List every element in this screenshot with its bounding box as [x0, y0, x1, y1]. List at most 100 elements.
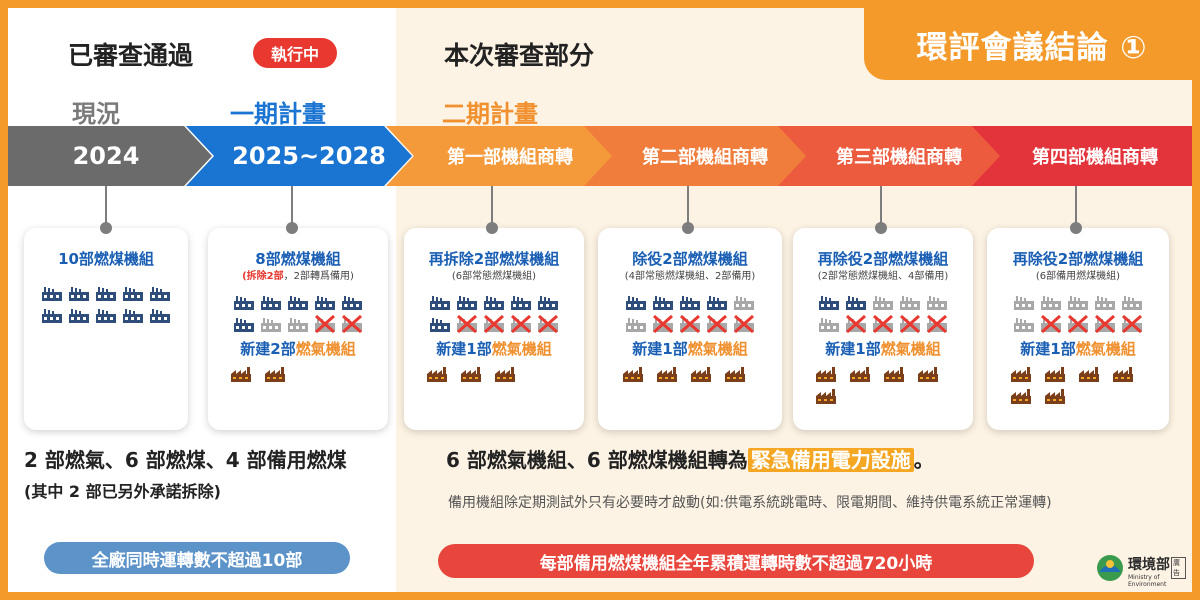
removed-coal-plant-icon: [314, 315, 336, 333]
coal-plant-icon: [679, 293, 701, 311]
standby-coal-plant-icon: [818, 315, 840, 333]
gas-plant-icon: [1010, 365, 1032, 383]
coal-plant-icon: [429, 315, 451, 333]
limit-pill-total: 全廠同時運轉數不超過10部: [44, 542, 350, 574]
coal-plant-icon: [652, 293, 674, 311]
coal-plant-icon: [706, 293, 728, 311]
timeline-dot: [1070, 222, 1082, 234]
header-passed: 已審查通過: [68, 41, 194, 70]
removed-coal-plant-icon: [899, 315, 921, 333]
standby-note: 備用機組除定期測試外只有必要時才啟動(如:供電系統跳電時、限電期間、維持供電系統…: [448, 495, 1052, 511]
card-new-gas: 新建1部燃氣機組: [632, 340, 748, 358]
coal-plant-icon: [341, 293, 363, 311]
gas-plant-icon: [1078, 365, 1100, 383]
stage-card-6: 再除役2部燃煤機組(6部備用燃煤機組)新建1部燃氣機組: [987, 228, 1169, 430]
card-new-gas: 新建2部燃氣機組: [240, 340, 356, 358]
ad-tag: 廣告: [1171, 557, 1186, 579]
coal-plant-icon: [456, 293, 478, 311]
gas-plant-icon: [815, 387, 837, 405]
standby-coal-plant-icon: [1121, 293, 1143, 311]
coal-units-grid: [1008, 293, 1148, 333]
gas-units-grid: [1008, 365, 1148, 405]
ministry-name: 環境部: [1128, 557, 1170, 573]
coal-plant-icon: [537, 293, 559, 311]
removed-coal-plant-icon: [341, 315, 363, 333]
infographic-frame: 環評會議結論 ① 已審查通過 執行中 本次審查部分 現況 一期計畫 二期計畫 2…: [8, 8, 1192, 592]
removed-coal-plant-icon: [537, 315, 559, 333]
standby-coal-plant-icon: [1094, 293, 1116, 311]
ministry-logo: 環境部 廣告 Ministry of Environment: [1096, 554, 1186, 588]
coal-plant-icon: [429, 293, 451, 311]
header-current: 現況: [72, 100, 120, 128]
timeline-stage-2: 第二部機組商轉: [584, 126, 808, 186]
summary-right-highlight: 緊急備用電力設施: [747, 448, 914, 472]
gas-units-grid: [813, 365, 953, 405]
coal-plant-icon: [68, 306, 90, 324]
removed-coal-plant-icon: [1040, 315, 1062, 333]
coal-plant-icon: [287, 293, 309, 311]
removed-coal-plant-icon: [706, 315, 728, 333]
removed-coal-plant-icon: [456, 315, 478, 333]
removed-coal-plant-icon: [652, 315, 674, 333]
timeline-connector: [880, 186, 882, 228]
standby-coal-plant-icon: [899, 293, 921, 311]
ministry-name-en: Ministry of Environment: [1128, 574, 1167, 588]
coal-plant-icon: [149, 284, 171, 302]
gas-plant-icon: [690, 365, 712, 383]
standby-coal-plant-icon: [287, 315, 309, 333]
coal-plant-icon: [818, 293, 840, 311]
gas-plant-icon: [1044, 387, 1066, 405]
standby-coal-plant-icon: [1067, 293, 1089, 311]
card-new-gas: 新建1部燃氣機組: [1020, 340, 1136, 358]
ministry-emblem-icon: [1097, 555, 1123, 581]
coal-units-grid: [813, 293, 953, 333]
stage-card-1: 10部燃煤機組: [24, 228, 188, 430]
timeline-dot: [286, 222, 298, 234]
coal-plant-icon: [314, 293, 336, 311]
card-subtitle: (拆除2部，2部轉爲備用): [242, 271, 354, 282]
removed-coal-plant-icon: [872, 315, 894, 333]
coal-plant-icon: [483, 293, 505, 311]
gas-plant-icon: [815, 365, 837, 383]
timeline-dot: [486, 222, 498, 234]
timeline-connector: [291, 186, 293, 228]
removed-coal-plant-icon: [1067, 315, 1089, 333]
card-subtitle: (6部常態燃煤機組): [451, 271, 537, 282]
removed-coal-plant-icon: [1121, 315, 1143, 333]
card-title: 除役2部燃煤機組: [632, 250, 748, 268]
stage-card-5: 再除役2部燃煤機組(2部常態燃煤機組、4部備用)新建1部燃氣機組: [793, 228, 973, 430]
gas-plant-icon: [883, 365, 905, 383]
standby-coal-plant-icon: [926, 293, 948, 311]
coal-plant-icon: [41, 306, 63, 324]
stage-card-3: 再拆除2部燃煤機組(6部常態燃煤機組)新建1部燃氣機組: [404, 228, 584, 430]
timeline-2024: 2024: [8, 126, 212, 186]
removed-coal-plant-icon: [679, 315, 701, 333]
stage-card-4: 除役2部燃煤機組(4部常態燃煤機組、2部備用)新建1部燃氣機組: [598, 228, 782, 430]
coal-plant-icon: [510, 293, 532, 311]
timeline-connector: [687, 186, 689, 228]
card-subtitle: (2部常態燃煤機組、4部備用): [817, 271, 949, 282]
summary-right-prefix: 6 部燃氣機組、6 部燃煤機組轉為: [446, 448, 748, 472]
coal-plant-icon: [95, 284, 117, 302]
gas-units-grid: [620, 365, 760, 383]
removed-coal-plant-icon: [1094, 315, 1116, 333]
coal-plant-icon: [41, 284, 63, 302]
coal-units-grid: [620, 293, 760, 333]
coal-plant-icon: [233, 293, 255, 311]
gas-units-grid: [424, 365, 564, 383]
standby-coal-plant-icon: [260, 315, 282, 333]
timeline-stage-3: 第三部機組商轉: [778, 126, 1002, 186]
coal-plant-icon: [95, 306, 117, 324]
card-subtitle: (6部備用燃煤機組): [1035, 271, 1121, 282]
timeline-2025-2028: 2025~2028: [186, 126, 412, 186]
standby-coal-plant-icon: [1013, 293, 1035, 311]
timeline-connector: [1075, 186, 1077, 228]
timeline-stage-4: 第四部機組商轉: [972, 126, 1192, 186]
card-title: 10部燃煤機組: [58, 250, 154, 268]
removed-coal-plant-icon: [483, 315, 505, 333]
timeline-dot: [682, 222, 694, 234]
gas-plant-icon: [622, 365, 644, 383]
status-badge-executing: 執行中: [253, 38, 337, 68]
coal-units-grid: [228, 293, 368, 333]
gas-plant-icon: [494, 365, 516, 383]
